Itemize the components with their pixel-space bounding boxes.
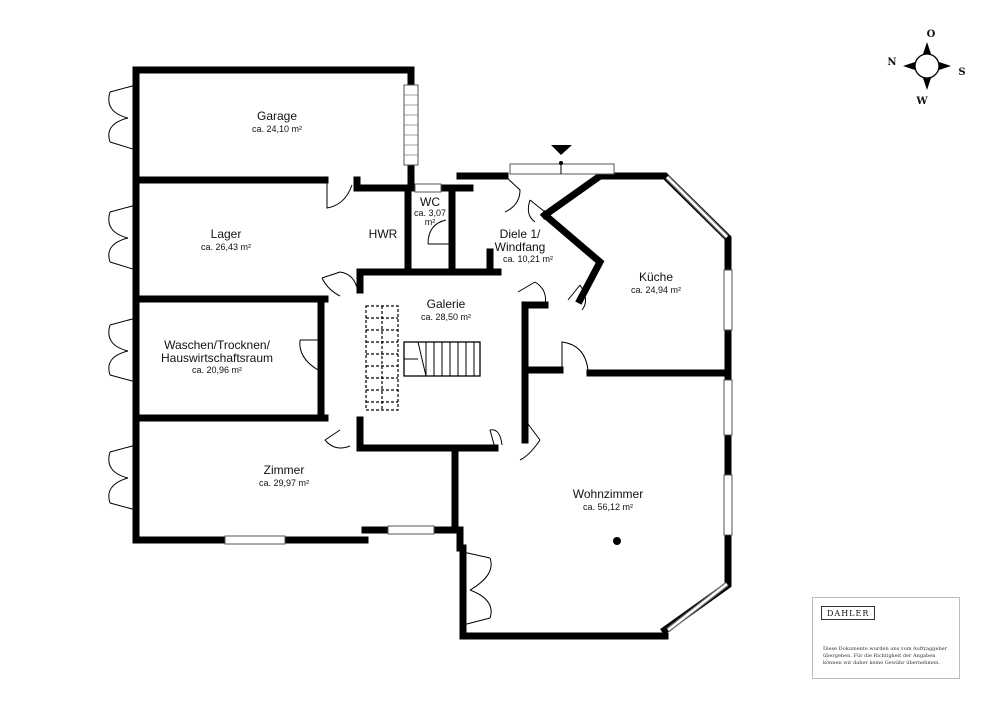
wohnzimmer-area: ca. 56,12 m²: [583, 502, 633, 512]
wc-area-line2: m²: [425, 217, 436, 227]
diele-name-line2: Windfang: [495, 240, 546, 254]
waschen-area: ca. 20,96 m²: [192, 365, 242, 375]
room-labels: Garage ca. 24,10 m² Lager ca. 26,43 m² H…: [161, 109, 681, 512]
kueche-name: Küche: [639, 270, 673, 284]
doors: [108, 84, 589, 626]
windows: [224, 84, 733, 632]
compass-west: W: [915, 96, 928, 107]
wc-name: WC: [420, 195, 440, 209]
zimmer-window: [224, 535, 286, 545]
kitchen-window-right: [723, 269, 733, 331]
compass-north: N: [887, 57, 896, 68]
diele-name-line1: Diele 1/: [500, 227, 541, 241]
waschen-name-line2: Hauswirtschaftsraum: [161, 351, 273, 365]
wohnzimmer-name: Wohnzimmer: [573, 487, 643, 501]
agency-info-box: DAHLER Diese Dokumente wurden uns vom Au…: [812, 597, 960, 679]
zimmer-name: Zimmer: [264, 463, 305, 477]
kueche-area: ca. 24,94 m²: [631, 285, 681, 295]
staircase: [365, 305, 481, 411]
wc-area-line1: ca. 3,07: [414, 208, 446, 218]
hwr-name: HWR: [369, 227, 398, 241]
lager-area: ca. 26,43 m²: [201, 242, 251, 252]
compass: N O S W: [887, 29, 965, 107]
waschen-name-line1: Waschen/Trocknen/: [164, 338, 270, 352]
garage-name: Garage: [257, 109, 297, 123]
pillar: [613, 537, 621, 545]
agency-logo: DAHLER: [821, 606, 876, 620]
bottom-window: [387, 525, 435, 535]
garage-area: ca. 24,10 m²: [252, 124, 302, 134]
galerie-area: ca. 28,50 m²: [421, 312, 471, 322]
compass-east: O: [927, 29, 936, 40]
diele-area: ca. 10,21 m²: [503, 254, 553, 264]
galerie-name: Galerie: [427, 297, 466, 311]
disclaimer-text: Diese Dokumente wurden uns vom Auftragge…: [823, 646, 948, 666]
lager-name: Lager: [211, 227, 242, 241]
zimmer-area: ca. 29,97 m²: [259, 478, 309, 488]
wohnzimmer-window-2: [723, 474, 733, 536]
entrance-canopy: [509, 163, 615, 175]
entrance-arrow: [551, 145, 572, 174]
wohnzimmer-window-1: [723, 379, 733, 436]
walls: [132, 66, 732, 640]
wc-window: [414, 183, 442, 193]
compass-south: S: [958, 67, 965, 78]
